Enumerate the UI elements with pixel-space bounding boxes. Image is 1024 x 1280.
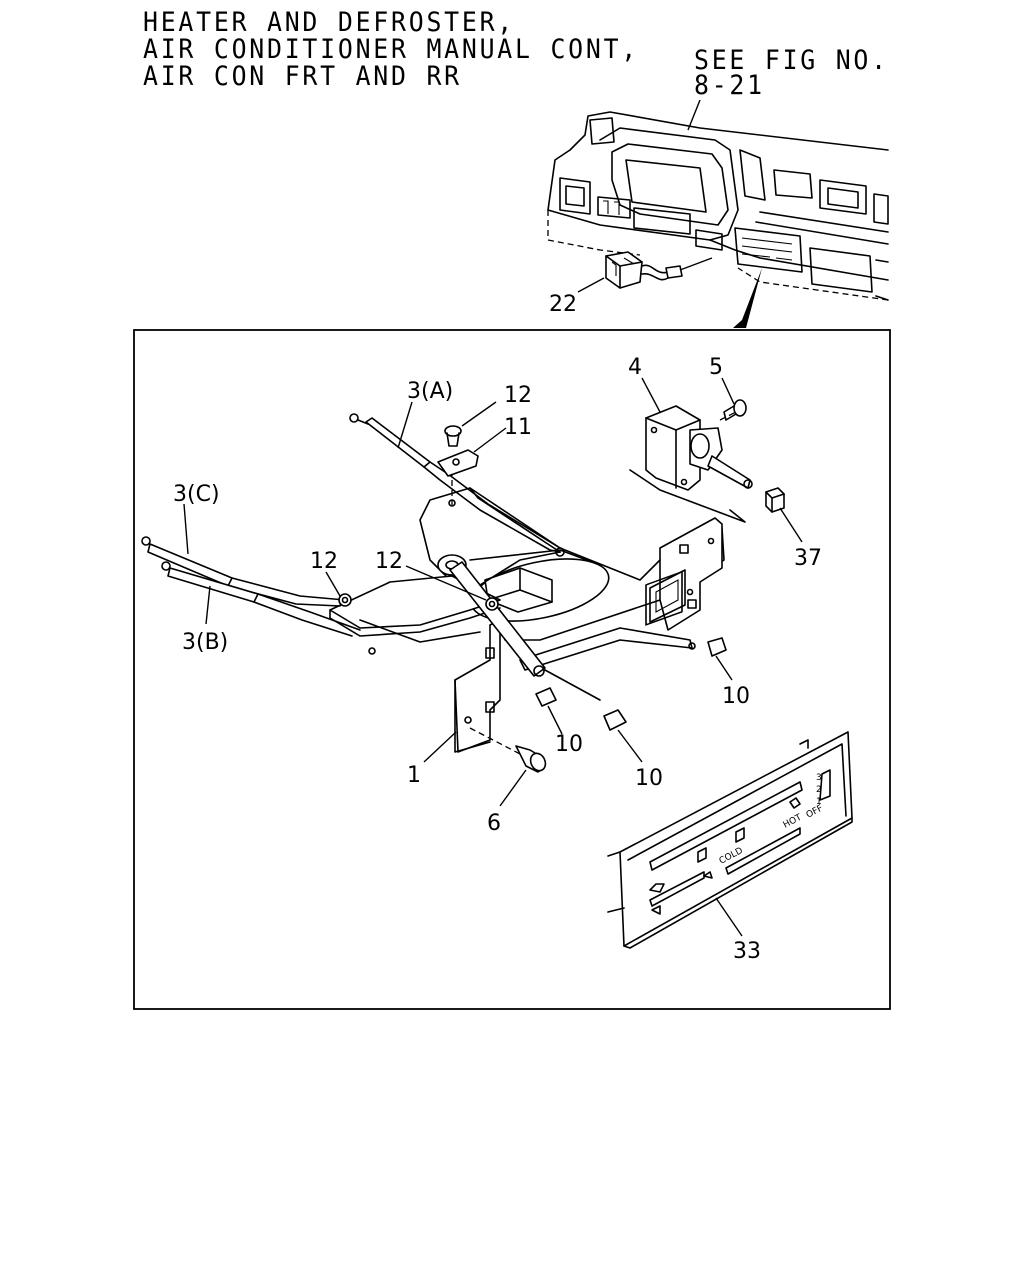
callout-12-top: 12 (504, 383, 532, 408)
callout-10-lower: 10 (635, 766, 663, 791)
callout-4: 4 (628, 355, 642, 380)
callout-5: 5 (709, 355, 723, 380)
diagram-title-line-1: HEATER AND DEFROSTER, (143, 7, 516, 38)
callout-12-centre: 12 (375, 549, 403, 574)
callout-10-centre: 10 (555, 732, 583, 757)
callout-labels: 22 3(A) 12 11 4 5 3(C) 12 12 37 3(B) 10 … (173, 292, 822, 964)
callout-3b: 3(B) (182, 630, 228, 655)
dashboard-illustration (547, 99, 889, 328)
detail-frame (133, 329, 891, 1010)
clip-37 (765, 487, 785, 513)
fig-number-reference: 8-21 (694, 70, 765, 101)
callout-12-left: 12 (310, 549, 338, 574)
panel-speed-2: 2 (816, 785, 822, 795)
clip-11 (437, 449, 479, 477)
control-cables (141, 413, 561, 637)
callout-3c: 3(C) (173, 482, 220, 507)
nut-12-left (338, 593, 352, 607)
callout-3a: 3(A) (407, 379, 453, 404)
callout-33: 33 (733, 939, 761, 964)
cable-cap-10-right (707, 637, 727, 657)
panel-speed-3: 3 (816, 773, 822, 783)
callout-37: 37 (794, 546, 822, 571)
callout-10-right: 10 (722, 684, 750, 709)
screw-5 (723, 399, 747, 421)
callout-6: 6 (487, 811, 501, 836)
callout-1: 1 (407, 763, 421, 788)
cable-cap-10-lower (603, 709, 627, 731)
screw-12-top (444, 425, 462, 447)
bracket-assembly (329, 470, 725, 755)
nut-12-centre (485, 597, 499, 611)
see-fig-reference: SEE FIG NO. (694, 45, 889, 76)
callout-11: 11 (504, 415, 532, 440)
diagram-title-line-2: AIR CONDITIONER MANUAL CONT, (143, 34, 640, 65)
leader-lines (183, 377, 803, 937)
cable-cap-10-centre (535, 687, 557, 707)
callout-22: 22 (549, 292, 577, 317)
actuator-4 (629, 405, 753, 523)
control-panel-33: HOT COLD OFF 3 2 1 (607, 731, 853, 949)
diagram-title-line-3: AIR CON FRT AND RR (143, 61, 462, 92)
panel-speed-1: 1 (816, 797, 822, 807)
screw-6 (515, 745, 547, 773)
